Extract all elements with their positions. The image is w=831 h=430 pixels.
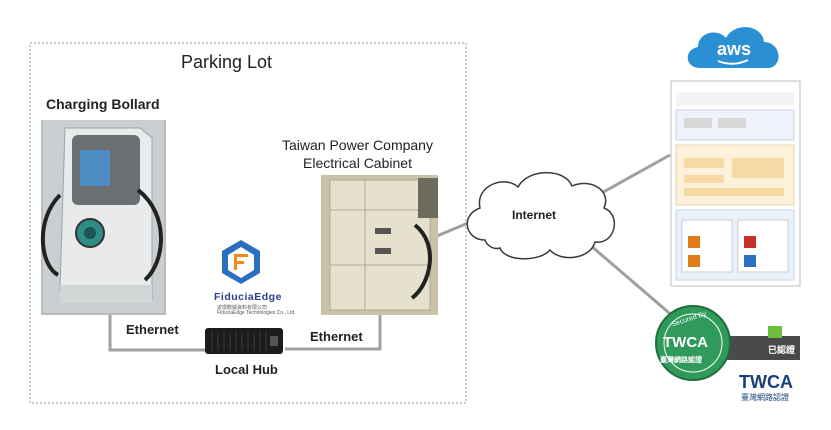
ethernet-label-left: Ethernet xyxy=(126,322,179,337)
twca-logo-zh-text: 臺灣網路認證 xyxy=(741,393,789,402)
electrical-cabinet-image xyxy=(321,175,438,315)
local-hub-device xyxy=(205,328,283,354)
charging-bollard-image xyxy=(40,120,166,315)
line-cabinet-hub xyxy=(285,300,382,351)
aws-architecture-panel xyxy=(670,80,801,287)
fiduciaedge-subtitle-en: FiduciaEdge Technologies Co., Ltd. xyxy=(217,310,296,316)
fiduciaedge-logo xyxy=(222,240,260,284)
line-internet-aws xyxy=(597,153,671,197)
cabinet-label-line2: Electrical Cabinet xyxy=(303,155,412,171)
aws-smile xyxy=(717,59,749,65)
internet-cloud-shape xyxy=(466,172,615,260)
fiduciaedge-name: FiduciaEdge xyxy=(214,291,282,303)
internet-label: Internet xyxy=(512,208,557,222)
twca-badge-zh-text: 臺灣網路認證 xyxy=(660,357,702,364)
cabinet-label-line1: Taiwan Power Company xyxy=(282,137,433,153)
connector-lines xyxy=(108,153,676,352)
twca-certified-text: 已認證 xyxy=(768,345,796,355)
twca-badge-text: TWCA xyxy=(663,334,708,351)
parking-lot-title: Parking Lot xyxy=(181,52,273,72)
aws-cloud-shape xyxy=(687,27,779,68)
twca-badge xyxy=(655,305,800,381)
electrical-cabinet-label: Taiwan Power Company Electrical Cabinet xyxy=(282,136,433,172)
line-bollard-hub xyxy=(108,312,205,352)
aws-logo-text: aws xyxy=(717,39,752,59)
local-hub-label: Local Hub xyxy=(215,362,278,377)
charging-bollard-label: Charging Bollard xyxy=(46,96,160,112)
twca-logo-text: TWCA xyxy=(739,372,793,392)
ethernet-label-right: Ethernet xyxy=(310,329,363,344)
fiduciaedge-subtitle-zh: 返璟數據資料有限公司 xyxy=(217,305,268,311)
line-internet-twca xyxy=(589,243,676,320)
